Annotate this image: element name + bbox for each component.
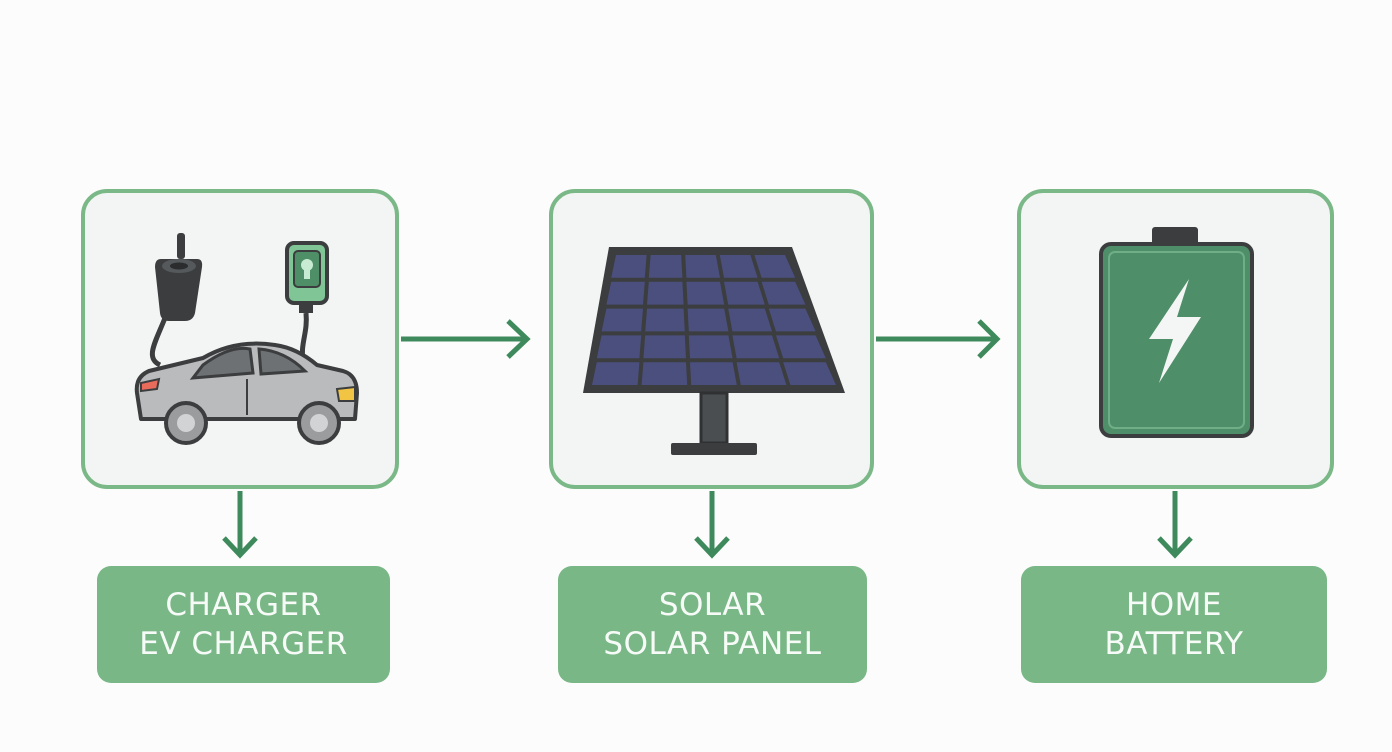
solar-cell <box>783 362 836 385</box>
charging-plug-icon <box>155 233 203 321</box>
arrow-battery-to-label <box>1157 491 1193 559</box>
lightning-bolt-icon <box>1149 279 1201 383</box>
solar-cell <box>728 308 772 332</box>
label-line-1: HOME <box>1125 586 1223 623</box>
solar-cell <box>641 362 688 385</box>
solar-cell <box>643 335 686 359</box>
solar-cell <box>611 255 647 278</box>
solar-cell <box>736 362 787 385</box>
label-ev-charger: CHARGER EV CHARGER <box>97 566 390 683</box>
solar-cell <box>754 255 796 278</box>
solar-cell <box>776 335 826 359</box>
solar-cell <box>685 255 720 278</box>
solar-cell <box>592 362 640 385</box>
wall-charger-icon <box>285 241 329 376</box>
arrow-charger-to-solar <box>401 319 531 359</box>
label-line-1: SOLAR <box>658 586 767 623</box>
card-home-battery <box>1017 189 1334 489</box>
arrow-solar-to-battery <box>876 319 1001 359</box>
car-icon <box>134 341 359 445</box>
ev-charging-car-icon <box>134 233 359 445</box>
arrow-solar-to-label <box>694 491 730 559</box>
solar-cell <box>601 308 643 332</box>
label-line-2: BATTERY <box>1104 625 1244 662</box>
solar-cell <box>724 281 765 305</box>
solar-cell <box>606 281 645 305</box>
solar-cell <box>687 308 729 332</box>
label-line-2: EV CHARGER <box>139 625 348 662</box>
solar-cell <box>768 308 816 332</box>
solar-panel-icon <box>583 247 845 455</box>
solar-cell <box>647 281 684 305</box>
label-home-battery: HOME BATTERY <box>1021 566 1327 683</box>
label-solar-panel: SOLAR SOLAR PANEL <box>558 566 867 683</box>
solar-cell <box>719 255 758 278</box>
card-solar-panel <box>549 189 874 489</box>
solar-cell <box>732 335 780 359</box>
solar-cell <box>645 308 685 332</box>
solar-cell <box>648 255 683 278</box>
card-ev-charger <box>81 189 399 489</box>
solar-cell <box>596 335 642 359</box>
label-line-2: SOLAR PANEL <box>603 625 822 662</box>
solar-cell <box>686 281 725 305</box>
solar-cell <box>688 335 733 359</box>
solar-cell <box>690 362 737 385</box>
arrow-charger-to-label <box>222 491 258 559</box>
solar-cell <box>761 281 806 305</box>
home-battery-icon <box>1099 227 1254 438</box>
label-line-1: CHARGER <box>165 586 322 623</box>
